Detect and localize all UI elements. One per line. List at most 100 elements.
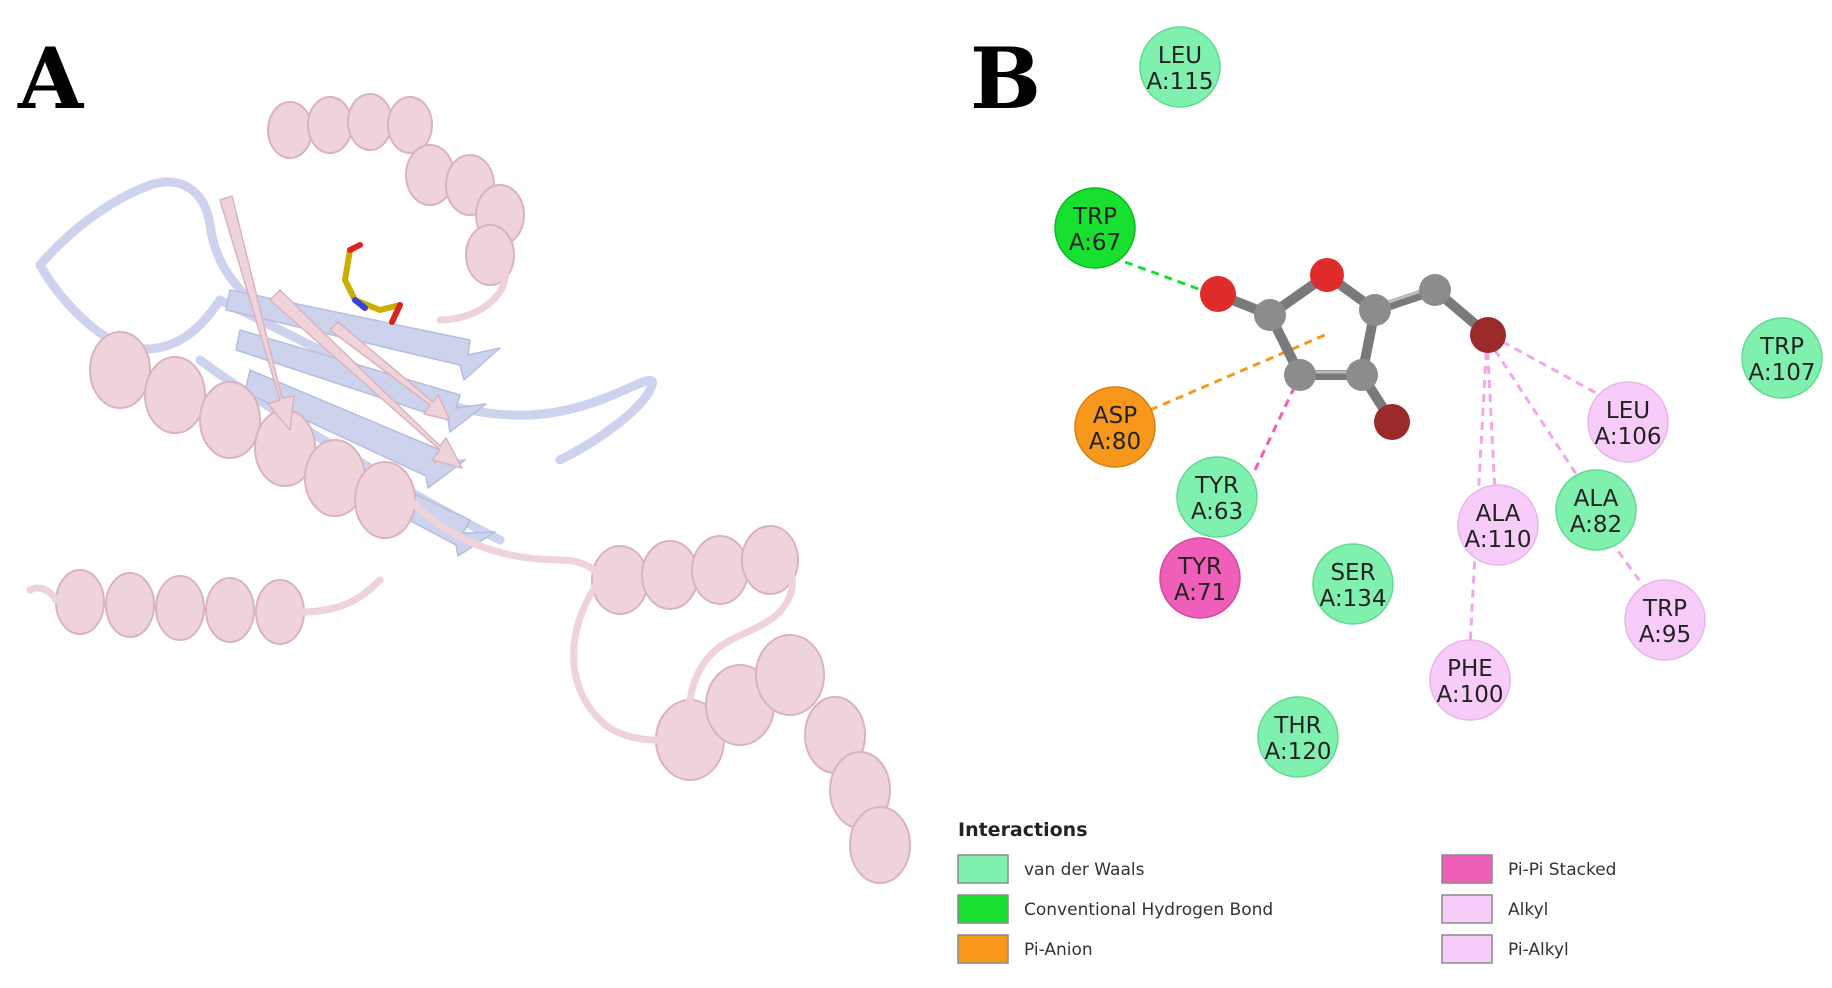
ribbon-pink-loop-3 xyxy=(686,556,796,704)
legend-item-conventional-hbond: Conventional Hydrogen Bond xyxy=(957,894,1273,924)
ribbon-pink-loop-1 xyxy=(436,251,509,324)
ribbon-blue-loop-left xyxy=(35,180,225,354)
helix-right-1-turn xyxy=(691,535,749,605)
ribbon-pink-strand-1 xyxy=(219,195,295,431)
residue-position: A:107 xyxy=(1749,360,1816,386)
legend-label: Conventional Hydrogen Bond xyxy=(1024,900,1273,920)
helix-left-large xyxy=(89,331,416,539)
helix-top xyxy=(267,93,433,159)
helix-top-turn xyxy=(347,93,393,151)
residue-disc xyxy=(1624,579,1706,661)
legend-label: Pi-Anion xyxy=(1024,940,1093,960)
ligand-stick-blue xyxy=(352,297,368,311)
helix-right-1 xyxy=(591,525,799,615)
residue-disc xyxy=(1555,469,1637,551)
ligand-molecule xyxy=(1200,258,1506,440)
helix-left-large-turn xyxy=(199,381,261,459)
ligand-stick-red xyxy=(347,242,363,253)
legend-item-van-der-waals: van der Waals xyxy=(957,854,1145,884)
helix-bottom-left-turn xyxy=(205,577,255,643)
residue-disc xyxy=(1587,381,1669,463)
interaction-lines xyxy=(1124,260,1652,646)
helix-top-turn xyxy=(387,96,433,154)
ribbon-pink-strands xyxy=(219,195,463,469)
helix-bottom-left-turn xyxy=(155,575,205,641)
helix-left-large-turn xyxy=(144,356,206,434)
residue-name: SER xyxy=(1330,560,1375,586)
pi-anion-line-asp80 xyxy=(1149,333,1326,412)
alkyl-line-phe100 xyxy=(1468,337,1489,646)
ribbon-pink-strand-3 xyxy=(329,321,451,421)
alkyl-line-ala110 xyxy=(1485,337,1497,493)
residue-name: THR xyxy=(1273,713,1321,739)
residue-name: PHE xyxy=(1447,656,1493,682)
helix-bottom-left xyxy=(55,569,305,645)
helix-right-2-turn xyxy=(755,634,825,716)
helix-right-3 xyxy=(804,696,911,884)
ribbon-pink-loop-4 xyxy=(570,576,664,744)
ligand-stick-red-2 xyxy=(389,302,403,325)
atom-carbon-c4 xyxy=(1346,359,1378,391)
residue-name: ALA xyxy=(1476,501,1521,527)
atom-oxygen-carbonyl xyxy=(1200,276,1236,312)
atom-carbon-c3 xyxy=(1284,359,1316,391)
helix-bottom-left-turn xyxy=(55,569,105,635)
helix-right-2 xyxy=(655,634,825,781)
residue-position: A:120 xyxy=(1265,739,1332,765)
helix-bottom-left-turn xyxy=(105,572,155,638)
residue-position: A:63 xyxy=(1191,499,1243,525)
ribbon-pink-loop-2 xyxy=(406,496,604,584)
atom-carbon-c6 xyxy=(1419,274,1451,306)
legend-title: Interactions xyxy=(958,819,1088,841)
legend-label: Alkyl xyxy=(1508,900,1548,920)
residue-position: A:80 xyxy=(1089,429,1141,455)
residue-position: A:71 xyxy=(1174,580,1226,606)
residue-name: ALA xyxy=(1574,486,1619,512)
ribbon-blue-loop-top xyxy=(145,177,255,305)
residue-position: A:110 xyxy=(1465,527,1532,553)
ribbon-pink-helices xyxy=(55,93,911,884)
residue-disc xyxy=(1159,537,1241,619)
residue-disc xyxy=(1312,543,1394,625)
protein-ribbon-structure xyxy=(26,93,911,884)
helix-left-large-turn xyxy=(89,331,151,409)
panel-a-label: A xyxy=(17,29,85,128)
legend-label: Pi-Alkyl xyxy=(1508,940,1569,960)
ribbon-pink-loop-6 xyxy=(26,584,60,604)
atom-bromine-1 xyxy=(1470,317,1506,353)
residue-position: A:106 xyxy=(1595,424,1662,450)
residue-position: A:95 xyxy=(1639,622,1691,648)
legend-label: van der Waals xyxy=(1024,860,1145,880)
residue-disc xyxy=(1074,386,1156,468)
panel-a: A xyxy=(17,29,911,884)
residue-position: A:115 xyxy=(1147,69,1214,95)
residue-name: TRP xyxy=(1072,204,1117,230)
residue-disc xyxy=(1054,187,1136,269)
residue-name: TYR xyxy=(1177,554,1222,580)
legend-swatch xyxy=(1441,894,1493,924)
atom-oxygen-ring xyxy=(1310,258,1344,292)
legend-label: Pi-Pi Stacked xyxy=(1508,860,1616,880)
panel-b: B xyxy=(957,26,1823,964)
residue-name: TYR xyxy=(1194,473,1239,499)
legend-swatch xyxy=(957,854,1009,884)
hbond-line-trp67 xyxy=(1124,260,1216,297)
helix-left-large-turn xyxy=(354,461,416,539)
residue-disc xyxy=(1741,317,1823,399)
pi-pi-line-tyr63 xyxy=(1253,364,1307,471)
legend-item-pi-anion: Pi-Anion xyxy=(957,934,1093,964)
ribbon-pink-loops xyxy=(26,251,796,744)
legend-swatch xyxy=(957,934,1009,964)
atom-carbon-c5 xyxy=(1359,294,1391,326)
legend-item-pi-alkyl: Pi-Alkyl xyxy=(1441,934,1569,964)
